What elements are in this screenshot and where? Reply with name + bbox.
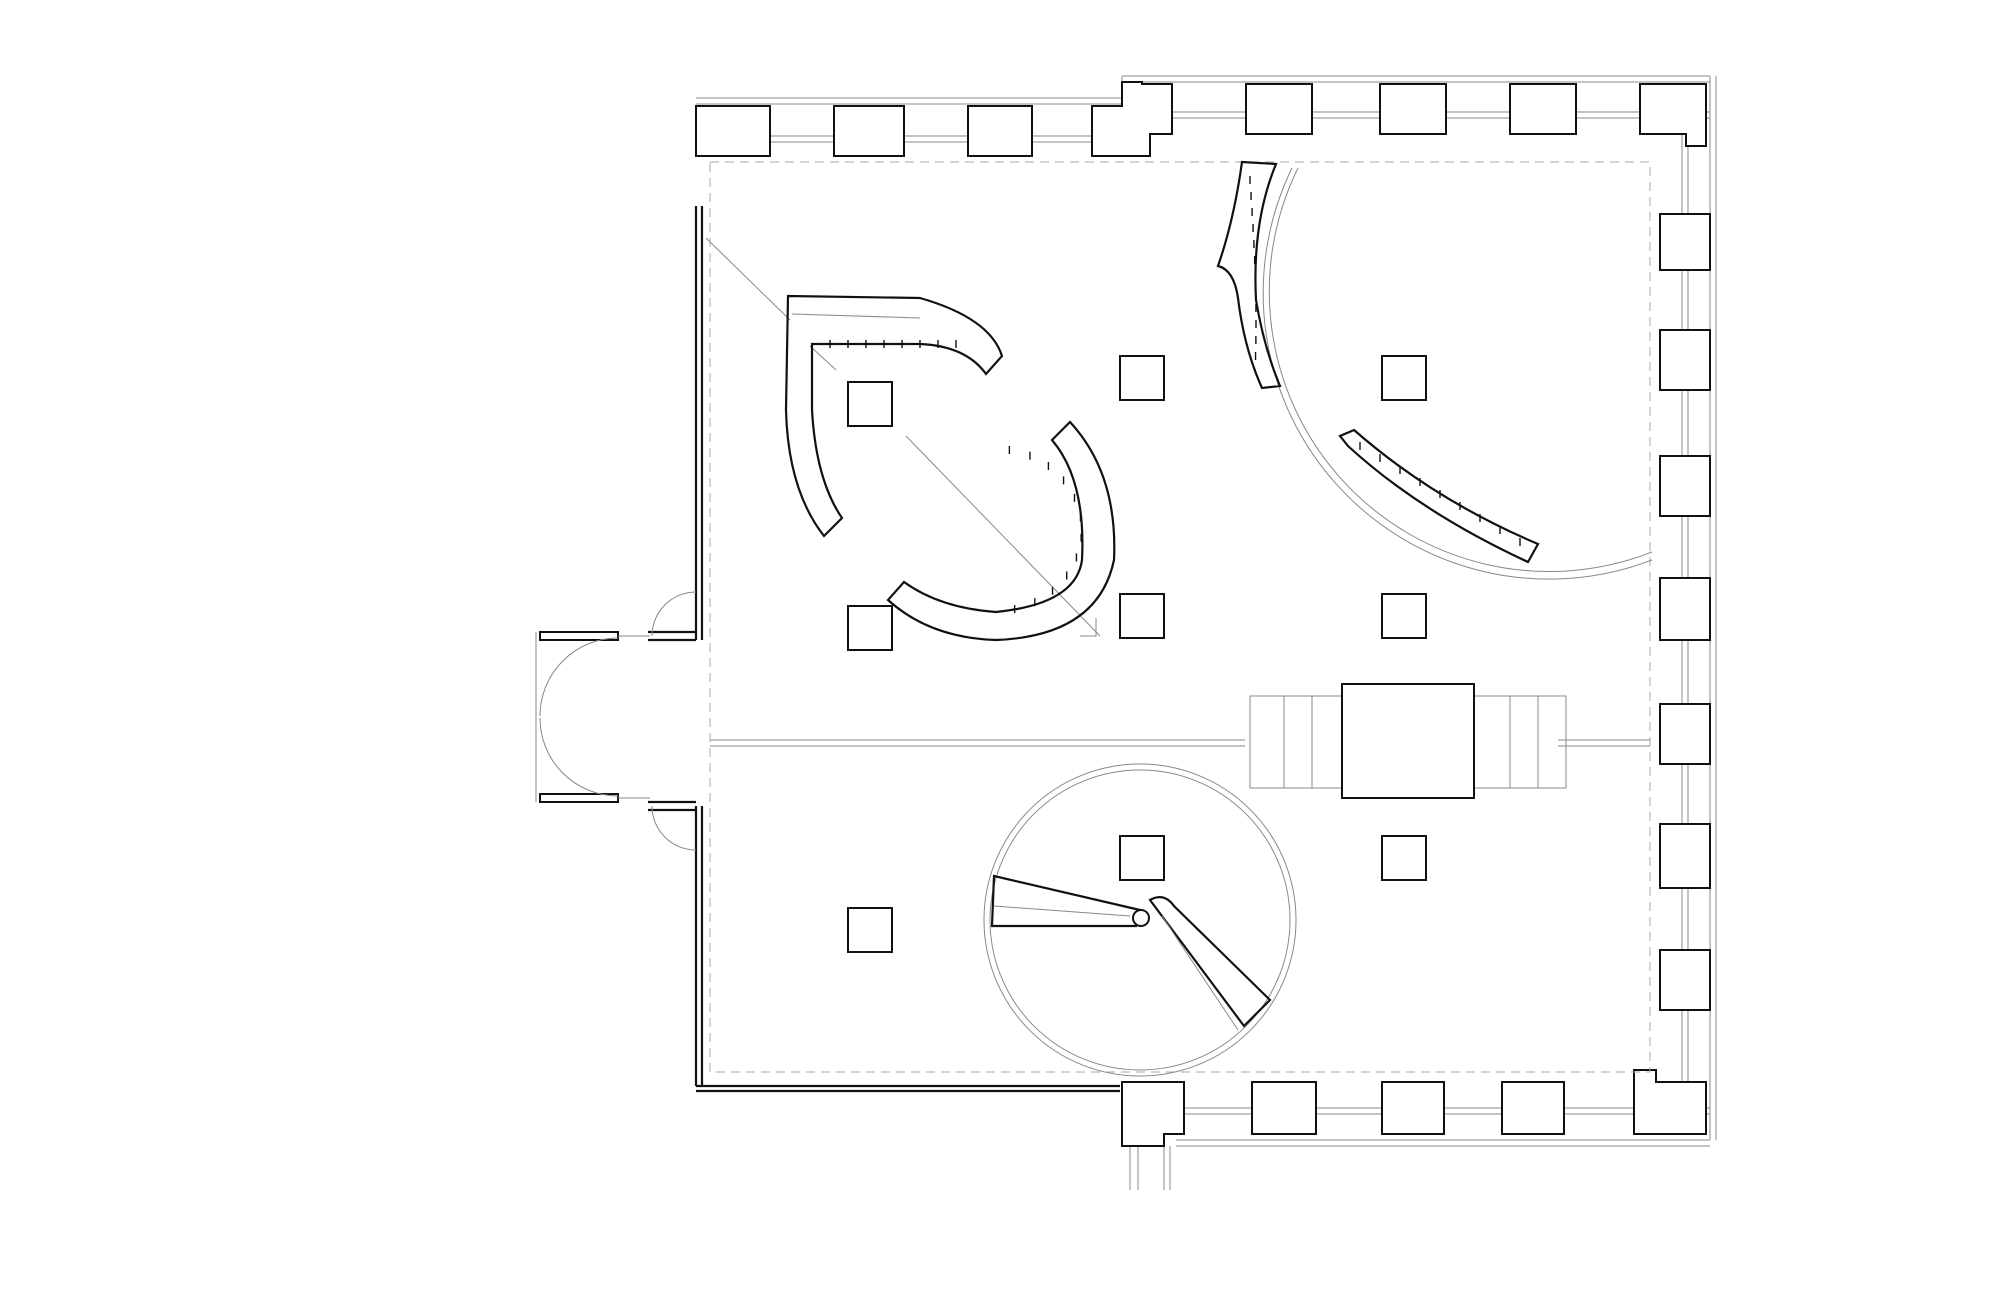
column [967, 105, 1033, 157]
column [695, 105, 771, 157]
vestibule-wall-upper [648, 630, 696, 642]
column [1119, 355, 1165, 401]
gallery-divider [710, 739, 1650, 747]
central-display [1249, 683, 1567, 799]
diagonal-line [809, 345, 837, 371]
column [833, 105, 905, 157]
gallery-boundary [709, 161, 1651, 1073]
wedge-guide [1161, 915, 1239, 1031]
column [1119, 593, 1165, 639]
column [847, 381, 893, 427]
column [1659, 577, 1711, 641]
column [1659, 455, 1711, 517]
diagonal-line [705, 237, 791, 321]
column [1251, 1081, 1317, 1135]
wedge-guide [993, 905, 1131, 917]
guide-line [1080, 618, 1097, 637]
bottom-stub [1129, 1146, 1171, 1190]
circle-outline [1262, 167, 1653, 580]
left-wall-upper [694, 206, 704, 640]
door-swing-upper [539, 637, 619, 717]
column [847, 907, 893, 953]
corner-column [1121, 1081, 1185, 1147]
quarter-wall-upper [784, 294, 1004, 538]
top-wall-left [696, 97, 1122, 143]
column [847, 605, 893, 651]
door-swing-lower [539, 717, 619, 797]
column [1381, 355, 1427, 401]
perimeter-columns [695, 81, 1711, 1147]
diagonal-line [905, 435, 1101, 637]
upper-left-display [705, 237, 1116, 642]
column [1501, 1081, 1565, 1135]
top-wall-right [1122, 75, 1710, 119]
wedge-panel-right [1148, 895, 1272, 1028]
column [1381, 1081, 1445, 1135]
column [1119, 835, 1165, 881]
corner-column [1091, 81, 1173, 157]
column [1381, 593, 1427, 639]
inner-door-swing-upper [651, 591, 697, 637]
column [1381, 835, 1427, 881]
entrance [535, 591, 697, 851]
bottom-left-wall [696, 1084, 1120, 1093]
column [1659, 329, 1711, 391]
lower-circle [983, 763, 1297, 1077]
column [1659, 213, 1711, 271]
upper-right-circle [1216, 160, 1653, 580]
pivot [1132, 909, 1150, 927]
curved-panel-top [1216, 160, 1282, 390]
inner-door-swing-lower [651, 805, 697, 851]
column [1379, 83, 1447, 135]
display-table [1341, 683, 1475, 799]
bench-slats [1283, 696, 1539, 788]
column [1659, 703, 1711, 765]
corner-column [1639, 83, 1707, 147]
interior-boundary [709, 161, 1651, 1073]
wall-ticks [829, 176, 1521, 614]
left-wall-lower [694, 806, 704, 1086]
wedge-panel-left [990, 874, 1142, 928]
entrance-frame [535, 632, 650, 802]
circle-outline-inner [1268, 167, 1653, 572]
column [1245, 83, 1313, 135]
column [1659, 949, 1711, 1011]
circle-outline [983, 763, 1297, 1077]
interior-columns [847, 355, 1427, 953]
corner-column [1633, 1069, 1707, 1135]
column [1509, 83, 1577, 135]
guide-line [791, 313, 921, 319]
quarter-wall-lower [886, 420, 1116, 642]
vestibule-wall-lower [648, 800, 696, 812]
circle-outline-inner [989, 769, 1291, 1071]
column [1659, 823, 1711, 889]
